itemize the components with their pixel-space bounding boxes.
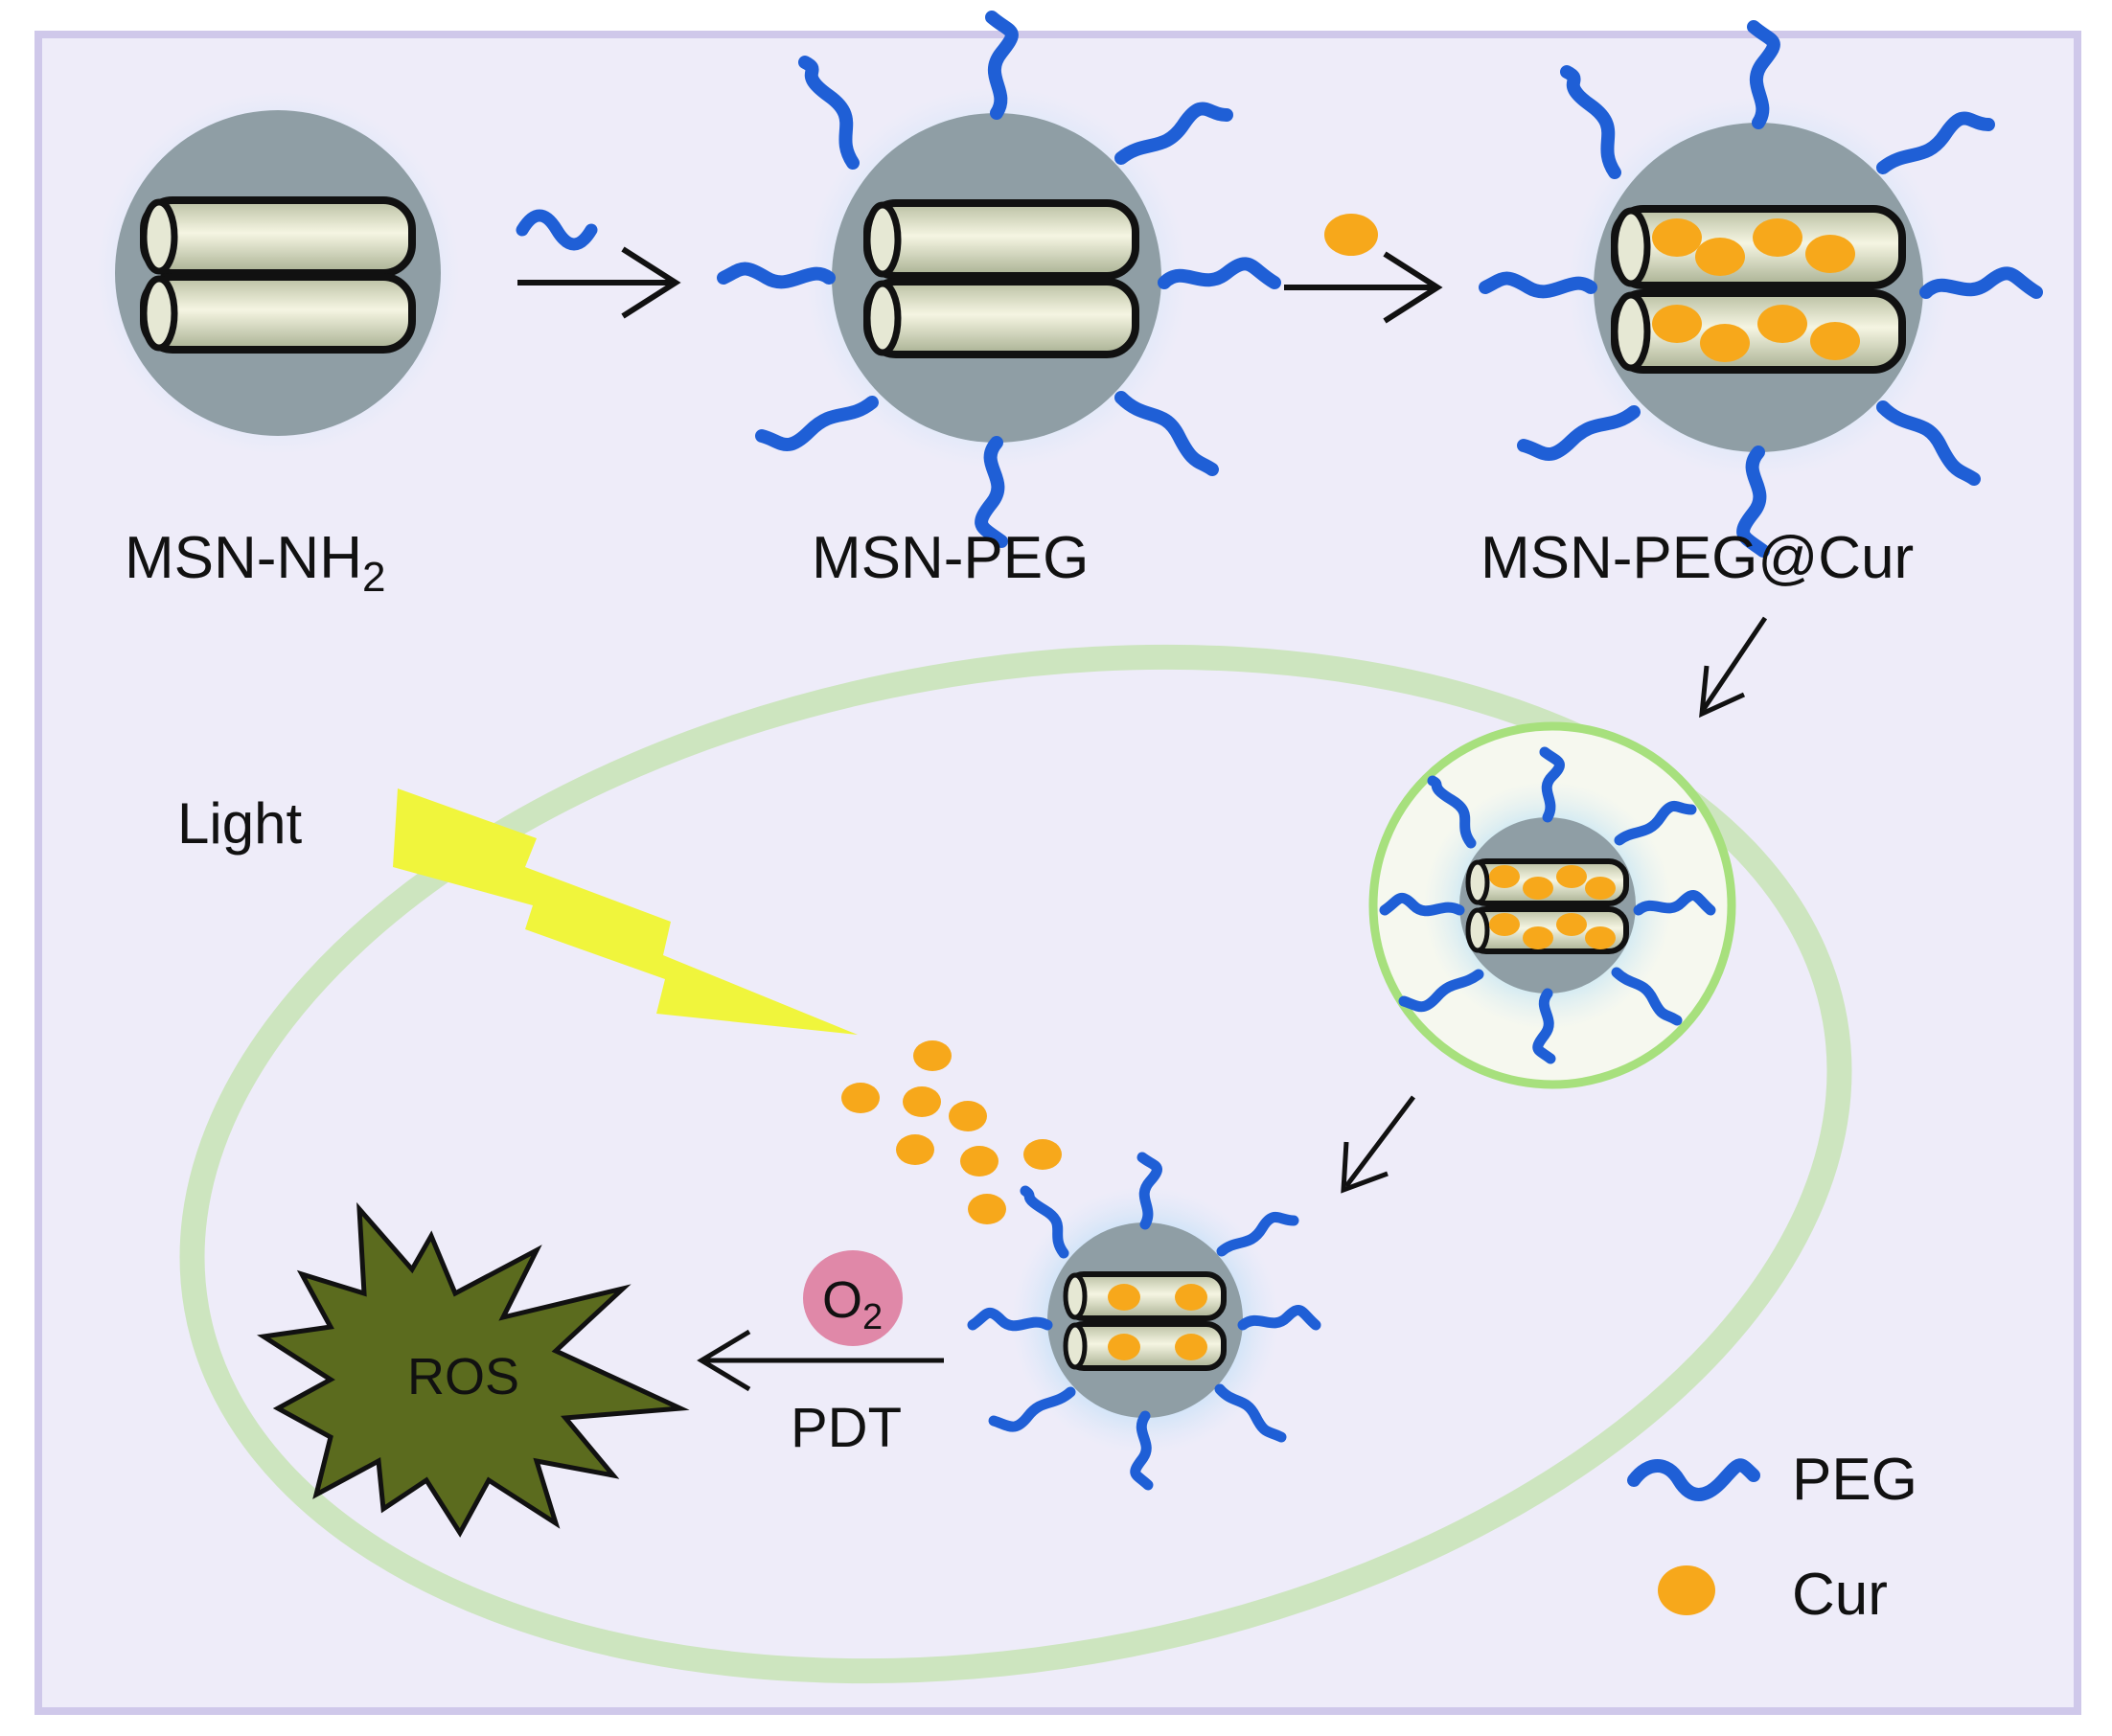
pore-channel-bottom [863, 278, 1139, 358]
peg-chains [1479, 20, 2043, 558]
peg-chains [1379, 746, 1716, 1064]
peg-chains [717, 11, 1281, 548]
pore-channel-top [1611, 205, 1906, 289]
pdt-arrow [697, 1329, 944, 1392]
label-ros: ROS [407, 1348, 519, 1405]
label-pdt: PDT [791, 1397, 902, 1459]
label-o2: O2 [822, 1271, 883, 1337]
pegylation-arrow [517, 216, 681, 319]
pore-channel-bottom [140, 273, 416, 354]
pore-channel-top [140, 196, 416, 277]
legend: PEG Cur [1627, 1447, 1917, 1628]
pore-channel-bottom [1611, 289, 1906, 374]
cur-cargo [1652, 305, 1860, 362]
endosome [1368, 721, 1736, 1089]
label-msn-peg-cur: MSN-PEG@Cur [1481, 525, 1914, 591]
legend-label-peg: PEG [1792, 1447, 1917, 1513]
legend-label-cur: Cur [1792, 1562, 1888, 1628]
label-msn-peg: MSN-PEG [812, 525, 1089, 591]
cur-dot-icon [1658, 1565, 1715, 1615]
loading-arrow [1284, 214, 1443, 324]
msn-peg-particle [717, 11, 1281, 548]
label-msn-nh2: MSN-NH2 [125, 525, 385, 601]
cell-membrane [179, 644, 1852, 1684]
release-arrow [1341, 1095, 1415, 1194]
peg-chains [967, 1152, 1321, 1491]
cur-cargo [1652, 218, 1855, 276]
released-cur-dots [841, 1040, 1062, 1224]
released-particle [967, 1152, 1321, 1491]
legend-item-cur: Cur [1658, 1562, 1888, 1628]
label-light: Light [177, 791, 302, 856]
lightning-bolt-icon [393, 788, 858, 1035]
msn-peg-cur-particle [1479, 20, 2043, 558]
msn-nh2-particle [96, 91, 460, 455]
cur-dot-icon [1324, 214, 1378, 256]
uptake-arrow [1699, 616, 1768, 719]
peg-wave-icon [1627, 1458, 1760, 1501]
o2-bubble [803, 1250, 903, 1346]
legend-item-peg: PEG [1627, 1447, 1917, 1513]
pore-channel-top [863, 199, 1139, 280]
ros-burst-icon [257, 1201, 690, 1538]
